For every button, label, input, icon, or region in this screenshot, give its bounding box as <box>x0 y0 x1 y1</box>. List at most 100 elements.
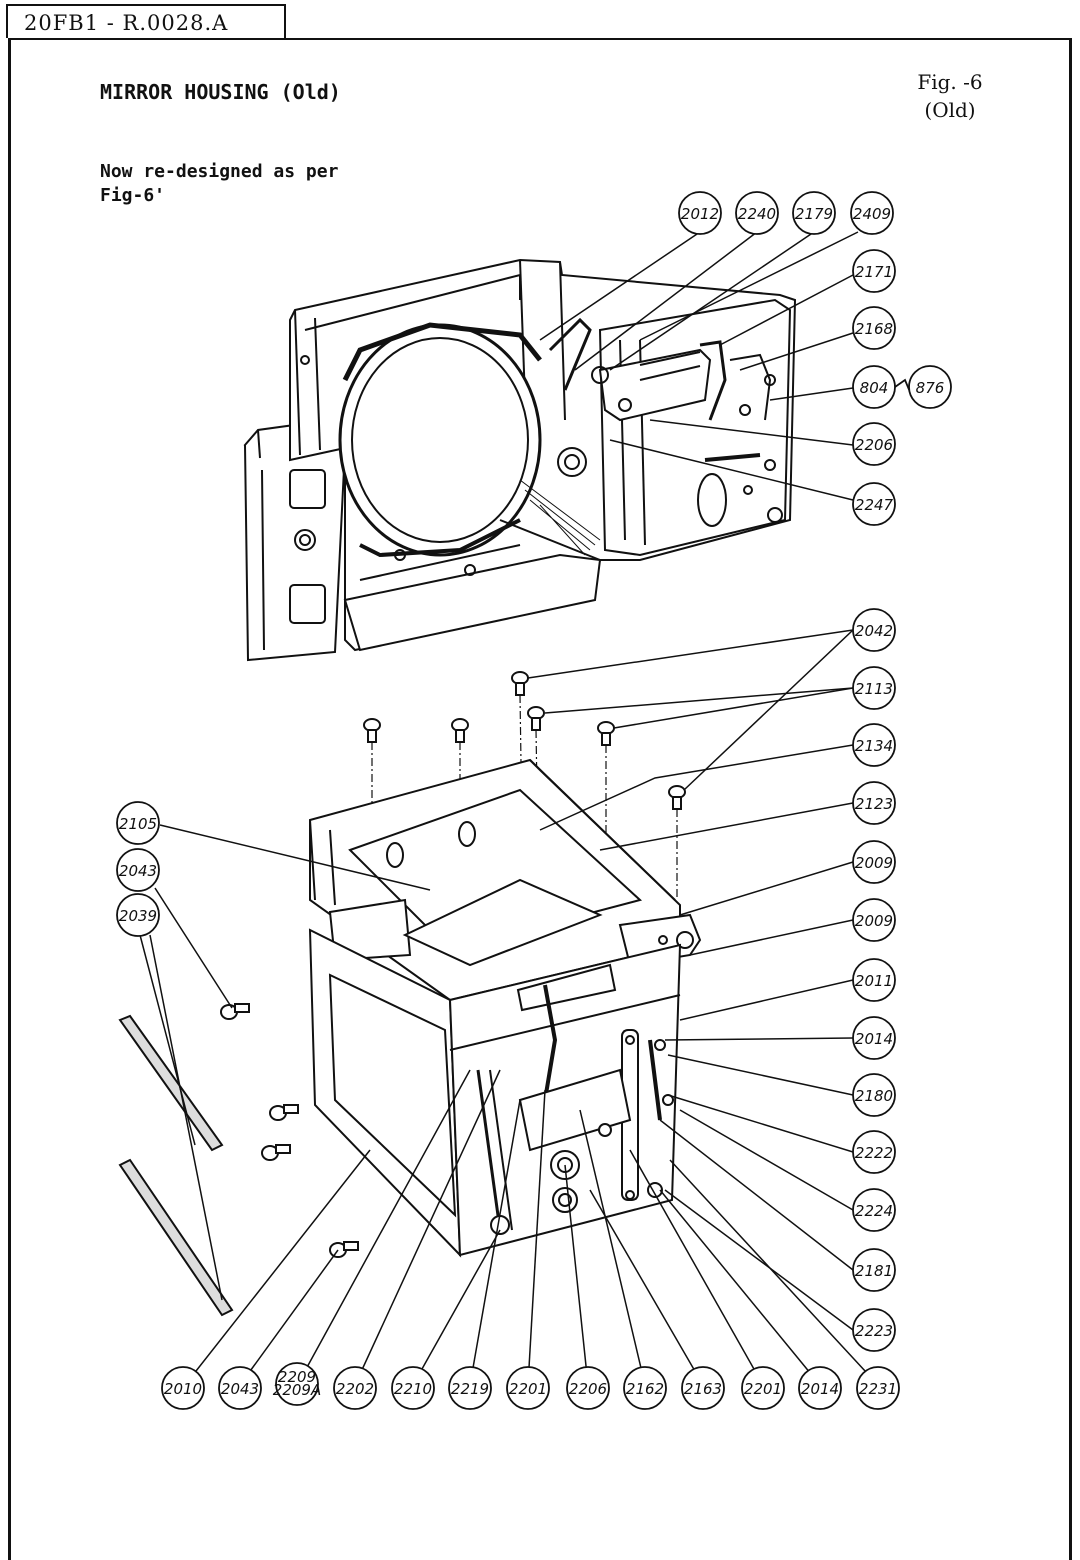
callout-label: 2179 <box>795 205 833 223</box>
callout-right-7: 2014 <box>852 1016 896 1060</box>
callout-label: 876 <box>916 379 945 397</box>
callout-top-2: 2179 <box>792 191 836 235</box>
callout-label: 2224 <box>855 1202 893 1220</box>
callout-bottom-12: 2014 <box>798 1366 842 1410</box>
callout-top-3: 2409 <box>850 191 894 235</box>
callout-top-0: 2012 <box>678 191 722 235</box>
callout-label: 2206 <box>855 436 893 454</box>
callout-label: 2009 <box>855 912 893 930</box>
callout-right-10: 2224 <box>852 1188 896 1232</box>
callout-right-8: 2180 <box>852 1073 896 1117</box>
callout-top-7: 876 <box>908 365 952 409</box>
callout-bottom-5: 2210 <box>391 1366 435 1410</box>
callout-label: 2240 <box>738 205 776 223</box>
callout-label: 804 <box>860 379 889 397</box>
callout-label: 2181 <box>855 1262 893 1280</box>
callout-left-1: 2043 <box>116 848 160 892</box>
callout-top-5: 2168 <box>852 306 896 350</box>
callout-label: 2043 <box>221 1380 259 1398</box>
callout-bottom-13: 2231 <box>856 1366 900 1410</box>
callout-right-5: 2009 <box>852 898 896 942</box>
page-frame <box>8 38 1072 1560</box>
redesign-note-line1: Now re-designed as per <box>100 161 339 182</box>
callout-right-1: 2113 <box>852 666 896 710</box>
mirror-strips <box>118 1014 234 1317</box>
callout-bottom-11: 2201 <box>741 1366 785 1410</box>
screw-a <box>363 718 381 743</box>
callout-label: 2171 <box>855 263 893 281</box>
callout-label: 2231 <box>859 1380 897 1398</box>
callout-label: 2012 <box>681 205 719 223</box>
callout-label: 2010 <box>164 1380 202 1398</box>
callout-label: 2202 <box>336 1380 374 1398</box>
redesign-note: Now re-designed as per Fig-6' <box>100 160 338 208</box>
screws <box>220 671 686 1258</box>
callout-right-0: 2042 <box>852 608 896 652</box>
callout-label: 2209A <box>273 1381 321 1399</box>
callout-label: 2219 <box>451 1380 489 1398</box>
screw-g <box>220 1003 250 1020</box>
callout-bottom-0: 2010 <box>161 1366 205 1410</box>
callout-right-3: 2123 <box>852 781 896 825</box>
callout-label: 2134 <box>855 737 893 755</box>
callout-label: 2223 <box>855 1322 893 1340</box>
callout-top-1: 2240 <box>735 191 779 235</box>
screw-h <box>269 1104 299 1121</box>
callout-label: 2180 <box>855 1087 893 1105</box>
callout-label: 2009 <box>855 854 893 872</box>
callout-right-9: 2222 <box>852 1130 896 1174</box>
callout-label: 2163 <box>684 1380 722 1398</box>
mirror-box <box>308 758 702 1258</box>
mirror-strip-lower <box>118 1158 234 1317</box>
callout-bottom-6: 2219 <box>448 1366 492 1410</box>
callout-bottom-8: 2206 <box>566 1366 610 1410</box>
mirror-strip-upper <box>118 1014 224 1152</box>
callout-label: 2014 <box>855 1030 893 1048</box>
screw-c <box>511 671 529 696</box>
callout-left-2: 2039 <box>116 893 160 937</box>
callout-bottom-7: 2201 <box>506 1366 550 1410</box>
callout-label: 2162 <box>626 1380 664 1398</box>
callout-right-11: 2181 <box>852 1248 896 1292</box>
section-title: MIRROR HOUSING (Old) <box>100 80 341 104</box>
callout-right-12: 2223 <box>852 1308 896 1352</box>
figure-sub: (Old) <box>924 98 976 122</box>
callout-bottom-1: 2043 <box>218 1366 262 1410</box>
callout-label: 2210 <box>394 1380 432 1398</box>
callout-top-9: 2247 <box>852 482 896 526</box>
callout-label: 2014 <box>801 1380 839 1398</box>
callout-bottom-4: 2202 <box>333 1366 377 1410</box>
callout-label: 2206 <box>569 1380 607 1398</box>
callout-label: 2201 <box>744 1380 782 1398</box>
leader-lines <box>139 231 879 1386</box>
callout-label: 2039 <box>119 907 157 925</box>
callout-label: 2247 <box>855 496 894 514</box>
figure-number: Fig. -6 <box>917 70 983 94</box>
screw-d <box>527 706 545 731</box>
callout-right-6: 2011 <box>852 958 896 1002</box>
mirror-housing-frame <box>243 258 797 662</box>
callout-label: 2222 <box>855 1144 893 1162</box>
callout-label: 2168 <box>855 320 893 338</box>
callout-right-4: 2009 <box>852 840 896 884</box>
callout-top-8: 2206 <box>852 422 896 466</box>
screw-f <box>668 785 686 810</box>
callout-bottom-9: 2162 <box>623 1366 667 1410</box>
callout-label: 2209 <box>278 1368 316 1386</box>
callout-label: 2043 <box>119 862 157 880</box>
redesign-note-line2: Fig-6' <box>100 185 166 206</box>
callouts: 2012 2240 2179 2409 2171 2168 804 876 22… <box>116 191 952 1410</box>
callout-label: 2409 <box>853 205 891 223</box>
document-id-tab: 20FB1 - R.0028.A <box>6 4 286 38</box>
callout-label: 2011 <box>855 972 893 990</box>
callout-label: 2113 <box>855 680 893 698</box>
callout-label: 2042 <box>855 622 893 640</box>
figure-label: Fig. -6 (Old) <box>890 68 1010 124</box>
callout-label: 2201 <box>509 1380 547 1398</box>
callout-right-2: 2134 <box>852 723 896 767</box>
callout-top-4: 2171 <box>852 249 896 293</box>
callout-bottom-2: 2209 2209A <box>273 1362 321 1406</box>
screw-i <box>261 1144 291 1161</box>
callout-bottom-10: 2163 <box>681 1366 725 1410</box>
